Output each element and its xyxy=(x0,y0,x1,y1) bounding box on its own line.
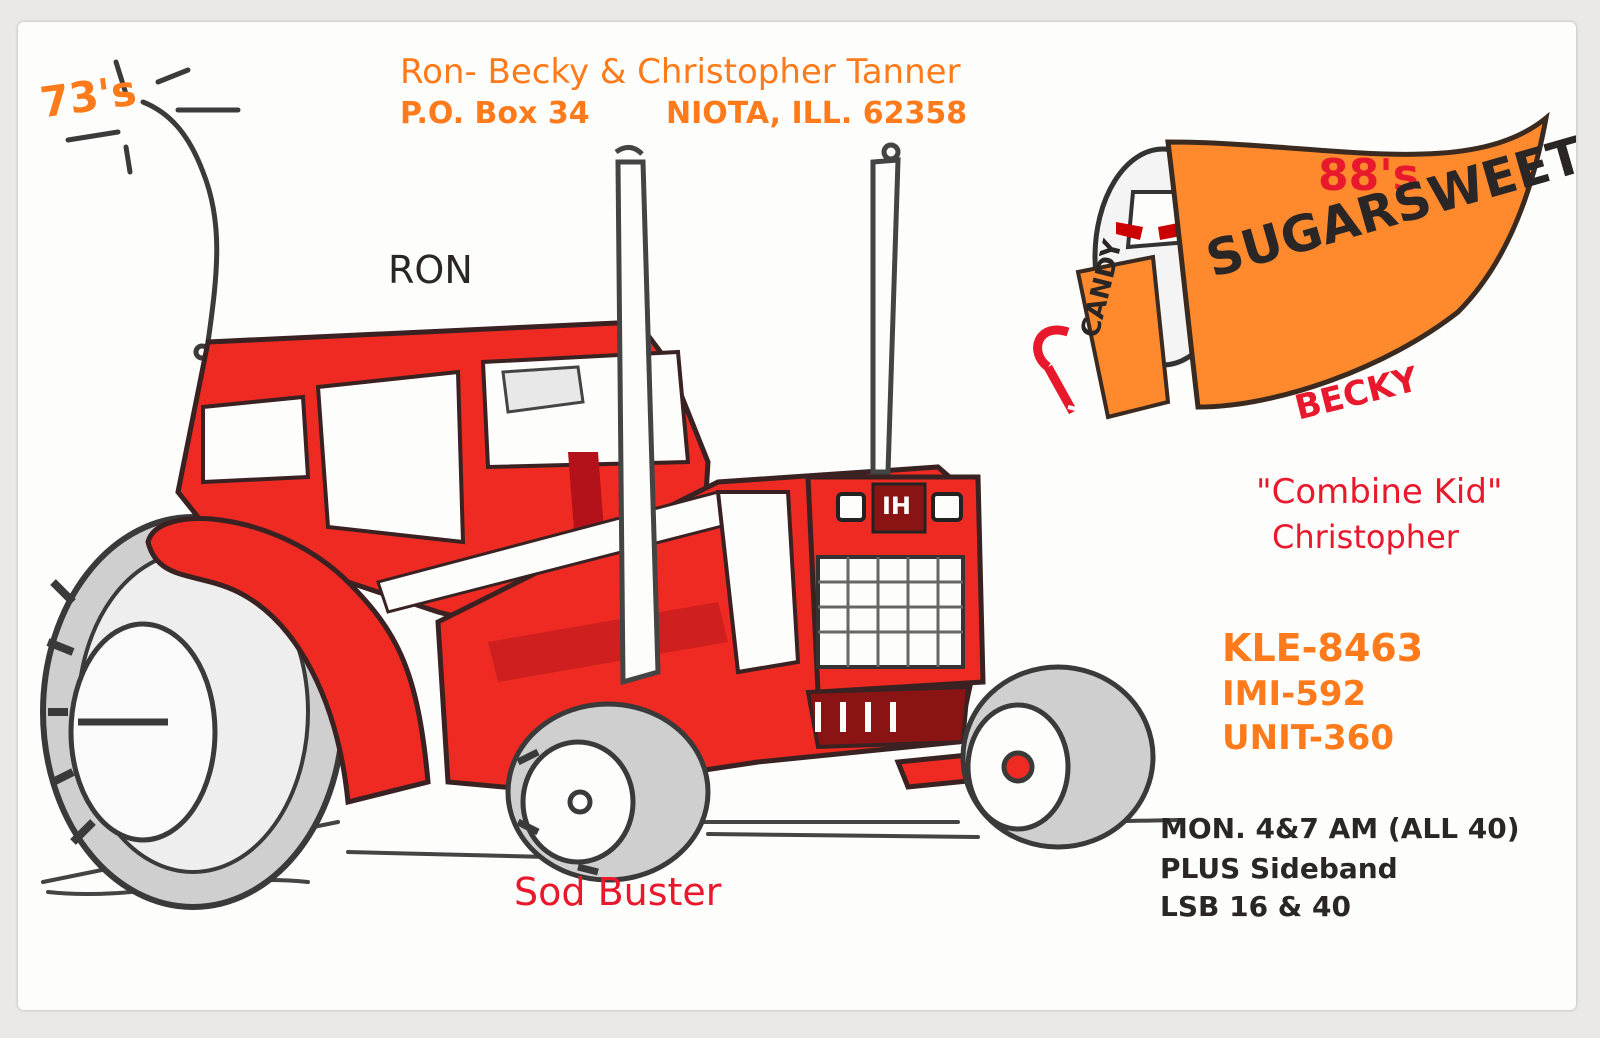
schedule-line-3: LSB 16 & 40 xyxy=(1160,890,1351,923)
exhaust-stacks xyxy=(614,142,901,686)
ron-label: RON xyxy=(388,248,473,292)
qsl-card: 73's Ron- Becky & Christopher Tanner P.O… xyxy=(18,22,1576,1010)
names-line: Ron- Becky & Christopher Tanner xyxy=(400,52,961,92)
schedule-line-1: MON. 4&7 AM (ALL 40) xyxy=(1160,812,1520,845)
schedule-line-2: PLUS Sideband xyxy=(1160,852,1398,885)
address-line-1: P.O. Box 34 xyxy=(400,96,590,131)
combine-kid-label: "Combine Kid" xyxy=(1256,472,1503,512)
greeting-88: 88's xyxy=(1318,150,1419,201)
sugar-sweet-cornucopia xyxy=(1033,111,1550,420)
callsign-kle: KLE-8463 xyxy=(1222,626,1424,670)
address-line-2: NIOTA, ILL. 62358 xyxy=(666,96,968,131)
front-left-wheel xyxy=(505,701,711,883)
antenna-icon xyxy=(65,59,241,361)
tractor-illustration xyxy=(40,59,1550,910)
front-right-wheel xyxy=(960,664,1156,850)
sod-buster-label: Sod Buster xyxy=(514,870,722,914)
callsign-unit: UNIT-360 xyxy=(1222,718,1394,758)
grille-badge-text: IH xyxy=(882,492,912,520)
callsign-imi: IMI-592 xyxy=(1222,674,1367,714)
christopher-label: Christopher xyxy=(1272,518,1459,556)
